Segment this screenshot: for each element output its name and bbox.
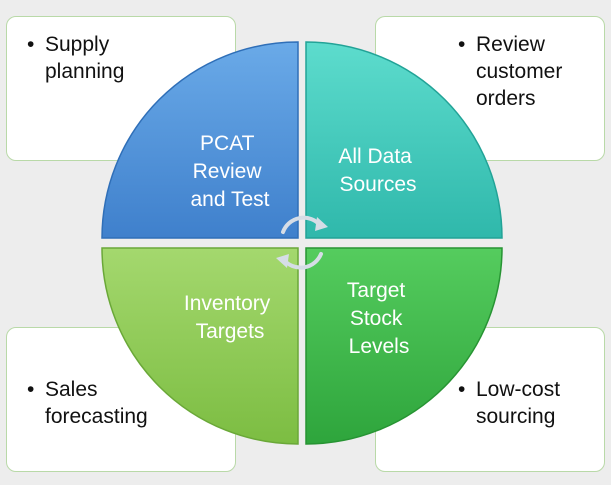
quadrant-label-target-stock: Target Stock Levels — [347, 279, 411, 358]
bullet-item: Review customer orders — [458, 31, 604, 112]
bullet-text-line: Supply — [45, 33, 110, 56]
label-line: Levels — [349, 335, 410, 358]
label-line: All Data — [338, 145, 412, 168]
quadrant-label-pcat: PCAT Review and Test — [190, 132, 269, 211]
bullet-text-line: forecasting — [45, 405, 148, 428]
label-line: and Test — [190, 188, 269, 211]
label-line: Stock — [350, 307, 403, 330]
bullet-item: Sales forecasting — [27, 376, 235, 430]
bullet-text-line: Low-cost — [476, 378, 561, 401]
bullet-item: Low-cost sourcing — [458, 376, 604, 430]
quadrant-inventory-targets — [101, 247, 299, 445]
quadrant-label-inventory: Inventory Targets — [184, 292, 276, 343]
quadrant-label-all-data: All Data Sources — [338, 145, 417, 196]
bullet-text-line: orders — [476, 87, 536, 110]
bullet-text-line: Sales — [45, 378, 98, 401]
refresh-cycle-icon — [281, 215, 323, 270]
quadrant-target-stock-levels — [305, 247, 503, 445]
label-line: Inventory — [184, 292, 271, 315]
bullet-item: Supply planning — [27, 31, 235, 85]
label-line: PCAT — [200, 132, 255, 155]
arrowheads — [276, 217, 328, 268]
bullet-text-line: planning — [45, 60, 125, 83]
quadrant-pcat-review — [101, 41, 299, 239]
label-line: Target — [347, 279, 406, 302]
quadrant-all-data-sources — [305, 41, 503, 239]
label-line: Sources — [339, 173, 416, 196]
bullet-text-line: sourcing — [476, 405, 556, 428]
label-line: Review — [193, 160, 263, 183]
label-line: Targets — [196, 320, 265, 343]
bullet-text-line: Review — [476, 33, 545, 56]
bullet-text-line: customer — [476, 60, 563, 83]
